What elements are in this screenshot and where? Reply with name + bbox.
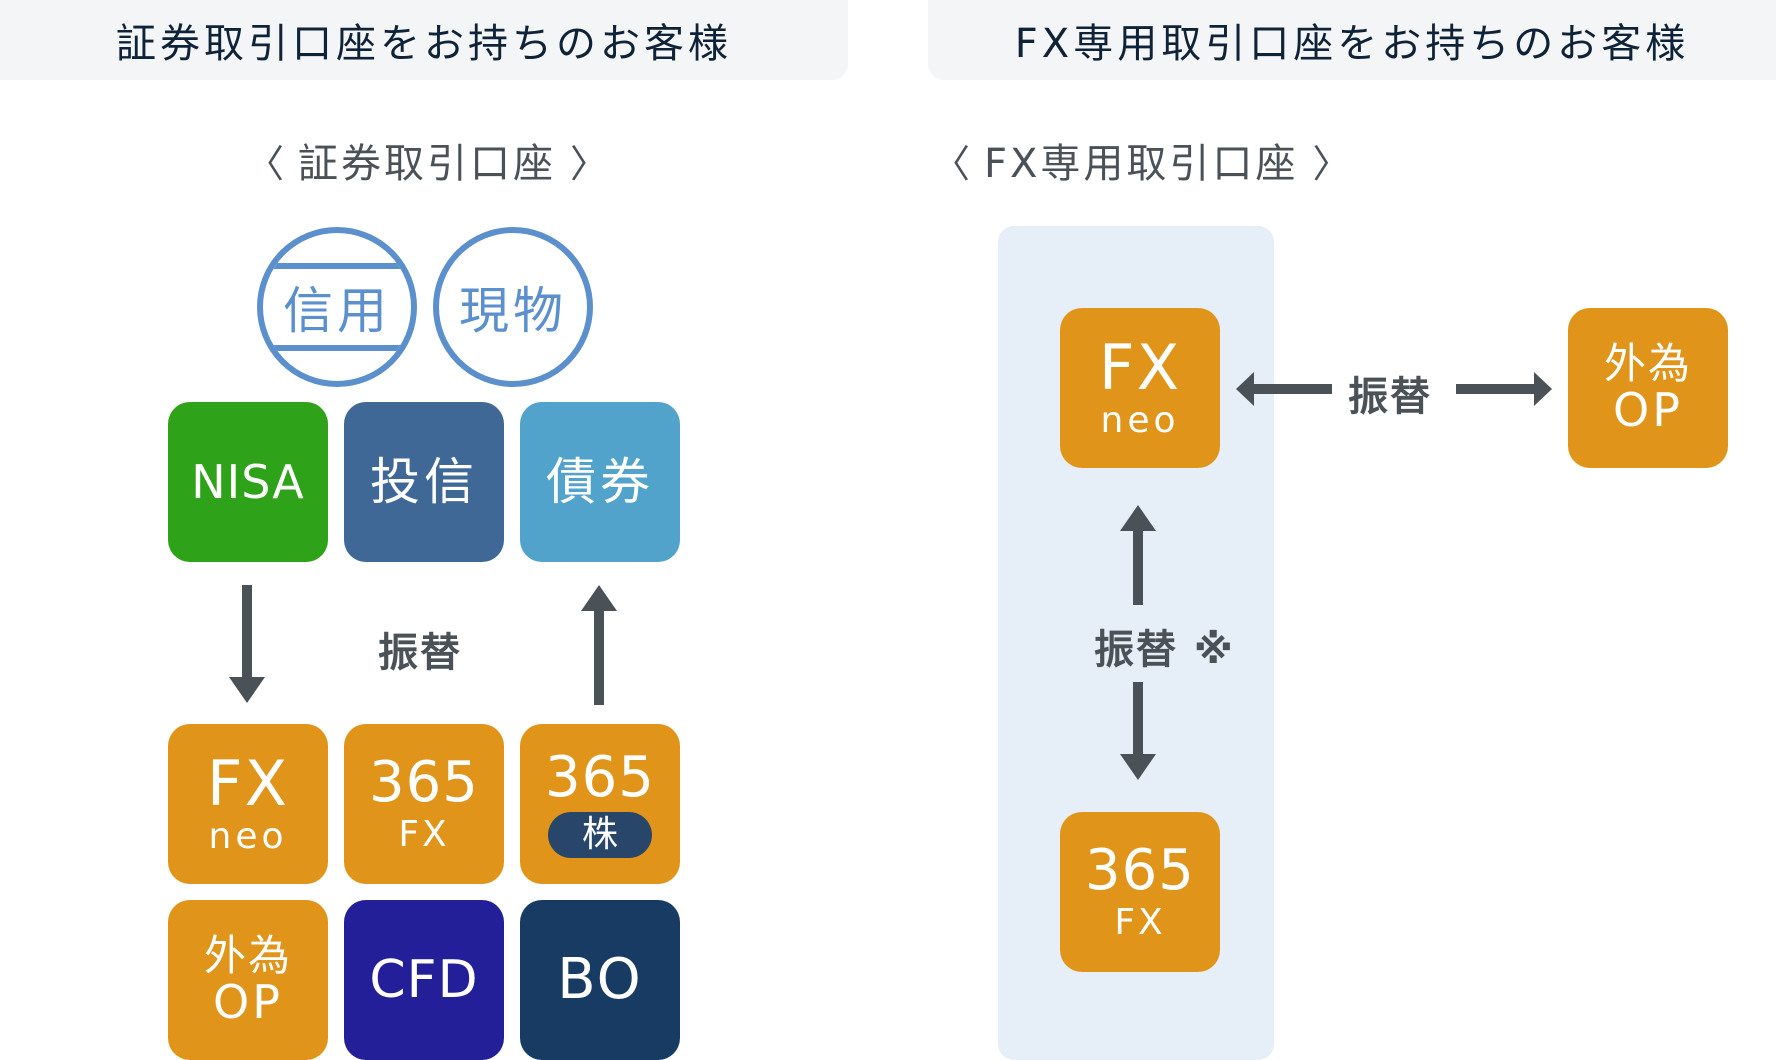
arrow-right-icon <box>1456 372 1552 406</box>
fx-account-header: FX専用取引口座をお持ちのお客様 <box>928 0 1776 80</box>
cfd-label: CFD <box>369 950 479 1010</box>
nisa-tile: NISA <box>168 402 328 562</box>
horizontal-transfer-label: 振替 <box>1348 374 1432 420</box>
fx-option-line2: OP <box>213 975 283 1029</box>
investment-trust-label: 投信 <box>370 453 478 511</box>
365-stock-tile: 365 株 <box>520 724 680 884</box>
securities-account-subtitle: 〈 証券取引口座 〉 <box>246 132 608 188</box>
arrow-up-icon <box>1120 505 1156 605</box>
circle-stripe-bottom <box>263 345 411 351</box>
365-fx-line1: 365 <box>369 750 479 815</box>
365-stock-line1: 365 <box>545 745 655 810</box>
panel-365-fx-tile: 365 FX <box>1060 812 1220 972</box>
fx-neo-tile: FX neo <box>168 724 328 884</box>
close-bracket: 〉 <box>1312 141 1351 186</box>
fx-account-subtitle: 〈 FX専用取引口座 〉 <box>932 132 1350 188</box>
arrow-down-icon <box>1120 682 1156 780</box>
stock-badge: 株 <box>548 812 652 858</box>
external-fx-option-line1: 外為 <box>1603 339 1692 388</box>
365-fx-line2: FX <box>398 814 450 855</box>
arrow-left-icon <box>1236 372 1332 406</box>
fx-option-line1: 外為 <box>203 931 292 980</box>
open-bracket: 〈 <box>932 141 971 186</box>
close-bracket: 〉 <box>570 141 609 186</box>
fx-neo-line2: neo <box>208 816 288 857</box>
bond-label: 債券 <box>546 453 654 511</box>
cash-trading-circle: 現物 <box>433 227 593 387</box>
fx-account-label: FX専用取引口座 <box>984 141 1299 187</box>
panel-fx-neo-line1: FX <box>1098 331 1182 404</box>
margin-trading-label: 信用 <box>283 282 391 340</box>
panel-fx-neo-line2: neo <box>1100 400 1180 441</box>
transfer-label: 振替 <box>378 630 462 676</box>
margin-trading-circle: 信用 <box>257 227 417 387</box>
bond-tile: 債券 <box>520 402 680 562</box>
external-fx-option-line2: OP <box>1613 383 1683 437</box>
panel-365-fx-line2: FX <box>1114 902 1166 943</box>
investment-trust-tile: 投信 <box>344 402 504 562</box>
securities-account-header: 証券取引口座をお持ちのお客様 <box>0 0 848 80</box>
external-fx-option-tile: 外為 OP <box>1568 308 1728 468</box>
nisa-label: NISA <box>191 455 305 509</box>
securities-account-label: 証券取引口座 <box>298 141 557 187</box>
cfd-tile: CFD <box>344 900 504 1060</box>
arrow-up-icon <box>581 585 617 705</box>
panel-transfer-label: 振替 ※ <box>1094 627 1235 673</box>
open-bracket: 〈 <box>246 141 285 186</box>
binary-option-label: BO <box>557 947 643 1012</box>
panel-365-fx-line1: 365 <box>1085 838 1195 903</box>
cash-trading-label: 現物 <box>459 282 567 340</box>
fx-account-header-text: FX専用取引口座をお持ちのお客様 <box>1014 21 1690 67</box>
binary-option-tile: BO <box>520 900 680 1060</box>
arrow-down-icon <box>229 585 265 703</box>
securities-account-header-text: 証券取引口座をお持ちのお客様 <box>116 21 732 67</box>
panel-fx-neo-tile: FX neo <box>1060 308 1220 468</box>
circle-stripe-top <box>263 263 411 269</box>
fx-neo-line1: FX <box>206 747 290 820</box>
365-fx-tile: 365 FX <box>344 724 504 884</box>
fx-option-tile: 外為 OP <box>168 900 328 1060</box>
